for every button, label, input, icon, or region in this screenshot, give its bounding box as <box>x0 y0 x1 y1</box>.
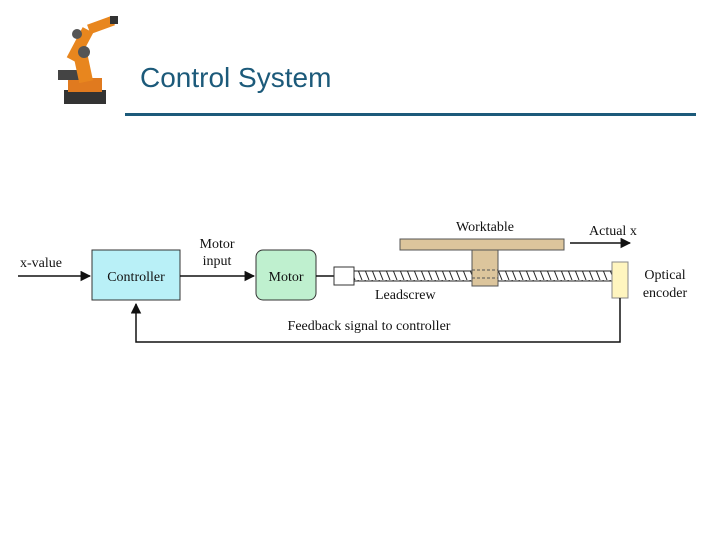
leadscrew-label: Leadscrew <box>375 288 437 303</box>
slide-title: Control System <box>140 62 332 93</box>
robot-arm-logo-icon <box>58 15 118 104</box>
worktable-nut <box>471 249 499 287</box>
x-value-label: x-value <box>20 256 62 271</box>
motor-box <box>255 249 317 301</box>
controller-box <box>91 249 181 301</box>
worktable-label: Worktable <box>456 220 514 235</box>
motor-input-label-line2: input <box>203 254 232 269</box>
worktable <box>399 238 565 251</box>
feedback-path <box>130 298 621 343</box>
title-underline <box>125 113 696 116</box>
feedback-label: Feedback signal to controller <box>288 319 451 334</box>
motor-input-label-line1: Motor <box>200 237 235 252</box>
optical-encoder <box>611 261 629 299</box>
optical-encoder-label-line2: encoder <box>643 286 688 301</box>
actual-x-label: Actual x <box>589 224 637 239</box>
optical-encoder-label-line1: Optical <box>644 268 685 283</box>
coupling <box>333 266 355 286</box>
controller-label: Controller <box>107 270 165 285</box>
motor-label: Motor <box>269 270 304 285</box>
